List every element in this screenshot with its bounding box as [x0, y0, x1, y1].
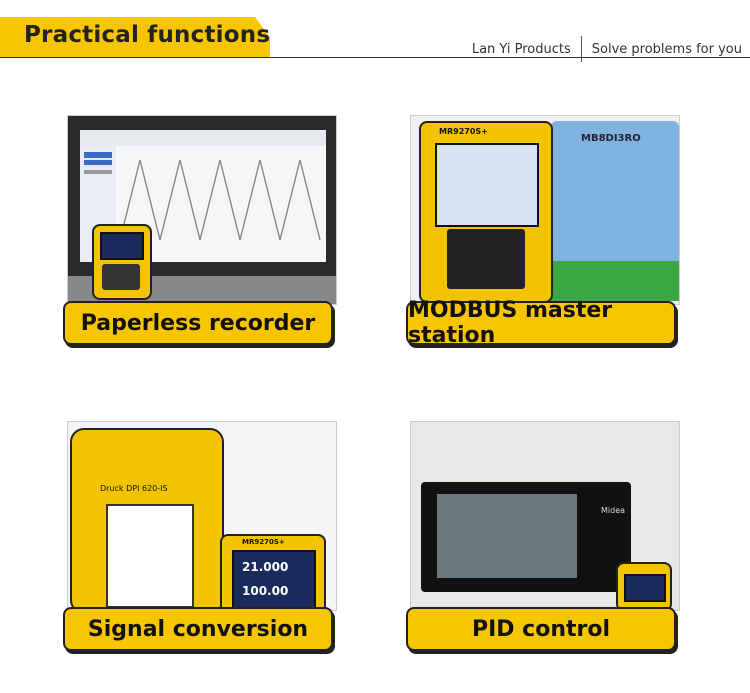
- label-paperless-recorder: Paperless recorder: [63, 301, 333, 345]
- mb8di3ro-module: MB8DI3RO: [551, 121, 679, 301]
- device-screen: [435, 143, 539, 227]
- device-screen: [100, 232, 144, 260]
- slogan: Solve problems for you: [591, 41, 742, 57]
- device-model-label-2: MR9270S+: [242, 538, 285, 546]
- label-signal-conversion: Signal conversion: [63, 607, 333, 651]
- label-modbus-master: MODBUS master station: [406, 298, 676, 348]
- page-header: Practical functions Lan Yi Products Solv…: [0, 0, 750, 62]
- photo-modbus: MB8DI3RO MR9270S+: [410, 115, 680, 305]
- druck-calibrator: Druck DPI 620-IS: [70, 428, 224, 610]
- brand-name: Lan Yi Products: [471, 41, 571, 57]
- photo-signal-conversion: Druck DPI 620-IS MR9270S+ 21.000 100.00: [67, 421, 337, 611]
- terminal-block: [551, 261, 679, 301]
- mr9270s-device: MR9270S+: [419, 121, 553, 303]
- oven-window: [437, 494, 577, 578]
- card-pid-control: Midea PID control: [406, 421, 680, 653]
- photo-pid-control: Midea: [410, 421, 680, 611]
- calibrator-screen: [106, 504, 194, 608]
- header-divider: [580, 36, 582, 62]
- pid-screen: [624, 574, 666, 602]
- card-modbus-master: MB8DI3RO MR9270S+ MODBUS master station: [406, 115, 680, 348]
- device-keypad: [447, 229, 525, 289]
- oven-brand: Midea: [601, 506, 626, 515]
- mr9270s-device-2: MR9270S+ 21.000 100.00: [220, 534, 326, 610]
- page-title: Practical functions: [24, 22, 271, 48]
- handheld-device: [92, 224, 152, 300]
- header-rule: [0, 57, 750, 58]
- device-model-label: MR9270S+: [439, 127, 488, 136]
- device-keypad: [102, 264, 140, 290]
- calibrator-label: Druck DPI 620-IS: [100, 484, 168, 493]
- label-pid-control: PID control: [406, 607, 676, 651]
- device-screen-2: 21.000 100.00: [232, 550, 316, 610]
- header-tab: [0, 17, 270, 58]
- reading-1: 21.000: [242, 560, 289, 574]
- reading-2: 100.00: [242, 584, 289, 598]
- pid-controller-device: [616, 562, 672, 610]
- photo-laptop-recorder: [67, 115, 337, 305]
- card-signal-conversion: Druck DPI 620-IS MR9270S+ 21.000 100.00 …: [63, 421, 337, 653]
- card-paperless-recorder: Paperless recorder: [63, 115, 337, 347]
- header-tagline: Lan Yi Products Solve problems for you: [472, 36, 742, 62]
- module-label: MB8DI3RO: [581, 133, 641, 144]
